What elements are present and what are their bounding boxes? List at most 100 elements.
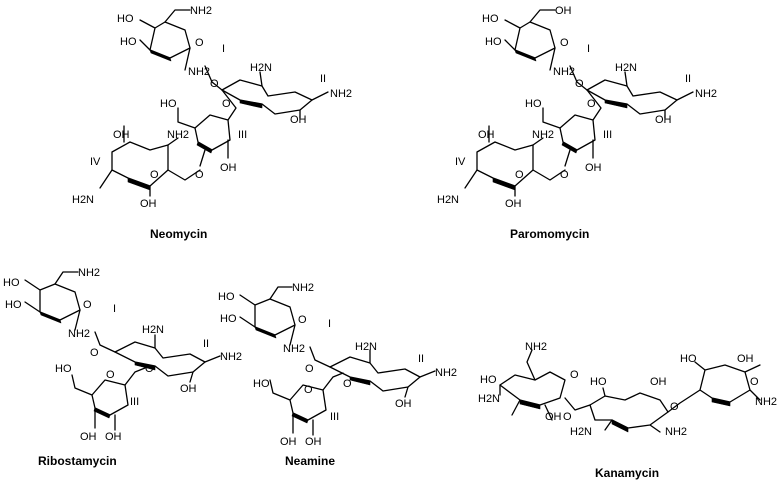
neamine-ring-iii: III — [330, 411, 339, 423]
ribostamycin-atom-o-3: O — [145, 363, 154, 375]
neamine-atom-oh-1: OH — [395, 398, 412, 410]
kanamycin-atom-nh2-3: NH2 — [755, 396, 777, 408]
kanamycin-label: Kanamycin — [595, 466, 659, 480]
neomycin-atom-ho-2: HO — [120, 36, 137, 48]
kanamycin-atom-ho-2: HO — [590, 376, 607, 388]
kanamycin-atom-o-3: O — [670, 401, 679, 413]
paromomycin-atom-nh2-3: NH2 — [532, 129, 554, 141]
ribostamycin-ring-ii: II — [203, 338, 209, 350]
paromomycin-atom-o-3: O — [587, 98, 596, 110]
neamine-atom-ho-1: HO — [218, 291, 235, 303]
neomycin-atom-nh2-1: NH2 — [190, 5, 212, 17]
kanamycin-atom-oh-1: OH — [545, 411, 562, 423]
ribostamycin-atom-oh-2: OH — [80, 431, 97, 443]
neomycin-atom-o-1: O — [195, 37, 204, 49]
paromomycin-atom-o-5: O — [560, 169, 569, 181]
neomycin-atom-ho-3: HO — [160, 98, 177, 110]
ribostamycin-atom-oh-1: OH — [180, 383, 197, 395]
neomycin-atom-h2n-2: H2N — [72, 194, 94, 206]
ribostamycin-ring-iii: III — [130, 396, 139, 408]
kanamycin-atom-o-4: O — [750, 376, 759, 388]
neamine-atom-nh2-1: NH2 — [292, 282, 314, 294]
neomycin-atom-nh2-3: NH2 — [330, 88, 352, 100]
neamine-atom-ho-2: HO — [220, 313, 237, 325]
neamine-atom-o-4: O — [304, 384, 313, 396]
kanamycin-atom-nh2-1: NH2 — [525, 341, 547, 353]
ribostamycin-atom-o-1: O — [83, 299, 92, 311]
neamine-atom-ho-3: HO — [253, 378, 270, 390]
neomycin-atom-nh2-2: NH2 — [188, 66, 210, 78]
neomycin-ring-i: I — [222, 43, 225, 55]
kanamycin-atom-ho-1: HO — [480, 374, 497, 386]
ribostamycin-atom-ho-2: HO — [5, 299, 22, 311]
ribostamycin-atom-ho-1: HO — [3, 277, 20, 289]
ribostamycin-atom-o-2: O — [90, 347, 99, 359]
neamine-label: Neamine — [285, 454, 335, 468]
paromomycin-atom-ho-2: HO — [485, 36, 502, 48]
paromomycin-atom-o-1: O — [560, 37, 569, 49]
paromomycin-atom-oh-4: OH — [478, 129, 495, 141]
kanamycin-atom-oh-2: OH — [650, 376, 667, 388]
paromomycin-atom-h2n-2: H2N — [437, 194, 459, 206]
ribostamycin-atom-nh2-3: NH2 — [220, 351, 242, 363]
paromomycin-atom-ho-3: HO — [525, 98, 542, 110]
neomycin-atom-o-2: O — [210, 78, 219, 90]
neomycin-atom-oh-4: OH — [140, 198, 157, 210]
neomycin-atom-o-4: O — [150, 169, 159, 181]
ribostamycin-atom-h2n-1: H2N — [142, 324, 164, 336]
neamine-atom-nh2-2: NH2 — [283, 343, 305, 355]
paromomycin-atom-ho-1: HO — [482, 13, 499, 25]
ribostamycin-atom-nh2-1: NH2 — [78, 267, 100, 279]
neomycin-atom-o-3: O — [222, 98, 231, 110]
paromomycin-atom-h2n-1: H2N — [615, 62, 637, 74]
kanamycin-atom-h2n-2: H2N — [570, 426, 592, 438]
ribostamycin-atom-ho-3: HO — [55, 363, 72, 375]
paromomycin-ring-ii: II — [685, 73, 691, 85]
neamine-atom-nh2-3: NH2 — [435, 367, 457, 379]
molecule-kanamycin: NH2 HO H2N O OH O HO OH H2N NH2 O O HO O… — [478, 341, 777, 480]
ribostamycin-atom-o-4: O — [106, 369, 115, 381]
neamine-atom-o-2: O — [305, 363, 314, 375]
molecule-paromomycin: HO HO OH O I NH2 H2N II NH2 O HO O OH II… — [437, 5, 717, 241]
paromomycin-atom-o-2: O — [575, 78, 584, 90]
neamine-atom-h2n-1: H2N — [355, 341, 377, 353]
paromomycin-ring-i: I — [587, 43, 590, 55]
paromomycin-atom-o-4: O — [515, 169, 524, 181]
molecule-neomycin: HO HO NH2 O I NH2 H2N II NH2 O HO O OH I… — [72, 5, 352, 241]
neomycin-label: Neomycin — [150, 227, 207, 241]
neomycin-atom-oh-3: OH — [113, 129, 130, 141]
kanamycin-atom-nh2-2: NH2 — [665, 426, 687, 438]
ribostamycin-label: Ribostamycin — [38, 454, 117, 468]
neomycin-ring-iv: IV — [90, 156, 101, 168]
kanamycin-atom-ho-3: HO — [680, 353, 697, 365]
kanamycin-atom-o-2: O — [563, 411, 572, 423]
neomycin-atom-h2n-1: H2N — [250, 62, 272, 74]
neomycin-atom-o-5: O — [195, 169, 204, 181]
neamine-atom-o-1: O — [298, 314, 307, 326]
neomycin-ring-iii: III — [238, 129, 247, 141]
neamine-ring-ii: II — [418, 353, 424, 365]
paromomycin-atom-oh-3: OH — [585, 162, 602, 174]
molecule-ribostamycin: HO HO NH2 O I NH2 O H2N II NH2 OH HO O O… — [3, 267, 242, 468]
paromomycin-atom-oh-5: OH — [505, 198, 522, 210]
kanamycin-atom-oh-3: OH — [737, 353, 754, 365]
paromomycin-atom-nh2-1: NH2 — [553, 66, 575, 78]
neamine-ring-i: I — [328, 318, 331, 330]
neamine-atom-oh-2: OH — [280, 436, 297, 448]
neamine-atom-oh-3: OH — [305, 436, 322, 448]
molecule-neamine: HO HO NH2 O I NH2 O H2N II NH2 OH HO O O… — [218, 282, 457, 468]
neomycin-atom-oh-2: OH — [220, 162, 237, 174]
neomycin-ring-ii: II — [320, 73, 326, 85]
ribostamycin-atom-nh2-2: NH2 — [68, 328, 90, 340]
neamine-atom-o-3: O — [343, 378, 352, 390]
ribostamycin-atom-oh-3: OH — [105, 431, 122, 443]
neomycin-atom-oh-1: OH — [290, 114, 307, 126]
paromomycin-ring-iii: III — [603, 129, 612, 141]
neomycin-atom-nh2-4: NH2 — [167, 129, 189, 141]
paromomycin-atom-nh2-2: NH2 — [695, 88, 717, 100]
kanamycin-atom-h2n-1: H2N — [478, 393, 500, 405]
paromomycin-atom-oh-2: OH — [655, 114, 672, 126]
paromomycin-label: Paromomycin — [510, 227, 589, 241]
paromomycin-ring-iv: IV — [455, 156, 466, 168]
